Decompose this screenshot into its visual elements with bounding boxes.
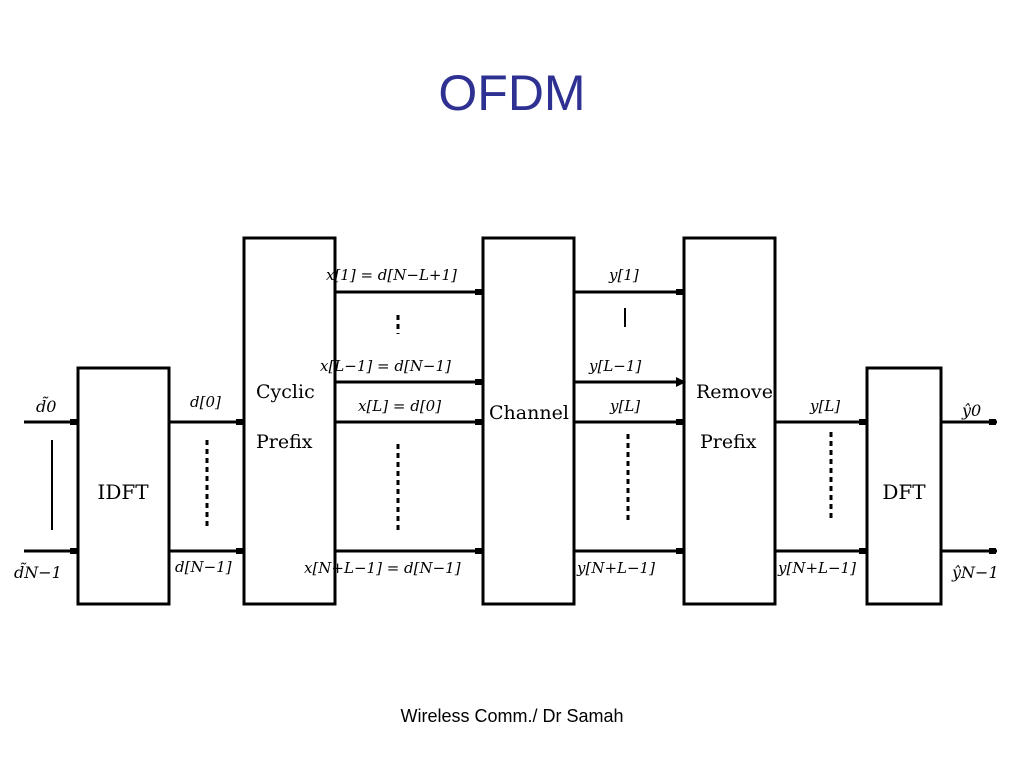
cp-out-0-label: x[1] = d[N−L+1]: [326, 266, 457, 284]
channel-label: Channel: [489, 402, 569, 424]
ch-out-0-label: y[1]: [608, 266, 639, 284]
rp-out-last-label: y[N+L−1]: [777, 559, 856, 577]
dft-label: DFT: [882, 480, 926, 504]
dft-block: [865, 366, 943, 606]
cyclic-prefix-block: [242, 236, 337, 606]
channel-block: [481, 236, 576, 606]
output-first-label: ŷ0: [961, 401, 981, 420]
input-last-label: d̃N−1: [14, 562, 62, 582]
idft-block: [76, 366, 171, 606]
slide-title: OFDM: [438, 65, 586, 121]
ch-out-last-label: y[N+L−1]: [576, 559, 655, 577]
remove-prefix-block: [682, 236, 777, 606]
rp-out-first-label: y[L]: [809, 397, 840, 415]
input-first-label: d̃0: [36, 396, 56, 416]
arrowheads: [70, 289, 996, 554]
cyclic-prefix-label-1: Cyclic: [256, 381, 315, 403]
cyclic-prefix-label-2: Prefix: [256, 431, 313, 453]
cp-out-L-label: x[L] = d[0]: [358, 397, 441, 415]
cp-out-last-label: x[N+L−1] = d[N−1]: [304, 559, 461, 577]
cp-out-mid-label: x[L−1] = d[N−1]: [320, 357, 451, 375]
idft-out-first-label: d[0]: [190, 393, 221, 411]
idft-out-last-label: d[N−1]: [175, 558, 232, 576]
idft-label: IDFT: [97, 480, 149, 504]
ch-out-L-label: y[L]: [609, 397, 640, 415]
footer-credit: Wireless Comm./ Dr Samah: [400, 706, 624, 726]
output-last-label: ŷN−1: [951, 563, 999, 582]
remove-prefix-label-1: Remove: [696, 381, 773, 403]
ch-out-mid-label: y[L−1]: [588, 357, 641, 375]
remove-prefix-label-2: Prefix: [700, 431, 757, 453]
